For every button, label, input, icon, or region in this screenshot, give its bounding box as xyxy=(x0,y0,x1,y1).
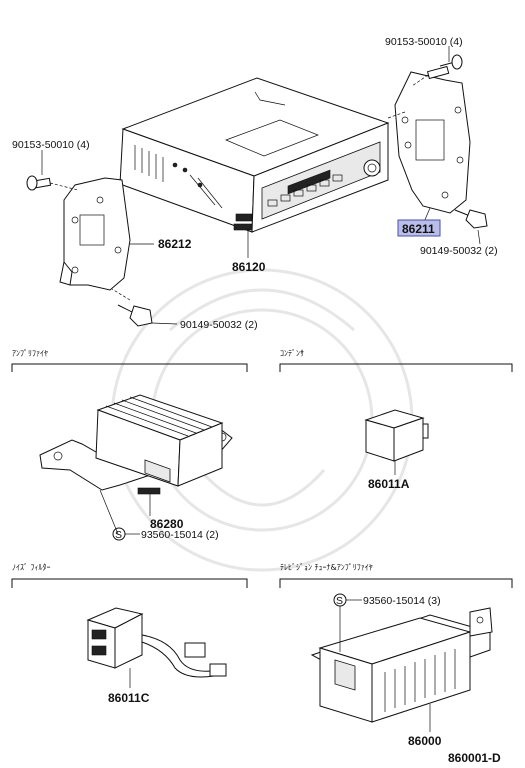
label-90149-left: 90149-50032 (2) xyxy=(180,319,258,331)
head-unit-86120[interactable] xyxy=(119,77,390,233)
label-86211[interactable]: 86211 xyxy=(402,222,435,236)
section-noise-filter: ﾉｲｽﾞ ﾌｨﾙﾀｰ xyxy=(11,563,248,588)
section-title-amplifier: ｱﾝﾌﾟﾘﾌｧｲﾔ xyxy=(12,349,48,358)
bracket-86211[interactable] xyxy=(394,71,471,214)
condenser-86011A[interactable] xyxy=(364,409,429,462)
label-90153-top: 90153-50010 (4) xyxy=(385,36,463,48)
label-93560-amp: 93560-15014 (2) xyxy=(141,529,219,541)
section-condenser: ｺﾝﾃﾞﾝｻ xyxy=(279,349,513,372)
noise-filter-86011C[interactable] xyxy=(86,607,227,678)
label-86280[interactable]: 86280 xyxy=(150,517,184,531)
amplifier-86280[interactable] xyxy=(39,394,233,495)
symbol-s-amp: S xyxy=(112,527,126,541)
svg-text:S: S xyxy=(115,529,122,541)
section-tv-tuner: ﾃﾚﾋﾞｼﾞｮﾝ ﾁｭｰﾅ&ｱﾝﾌﾟﾘﾌｧｲﾔ xyxy=(279,563,513,588)
tv-tuner-86000[interactable] xyxy=(310,607,493,723)
label-86011A[interactable]: 86011A xyxy=(368,477,410,491)
section-title-condenser: ｺﾝﾃﾞﾝｻ xyxy=(280,349,304,358)
label-93560-tv: 93560-15014 (3) xyxy=(363,595,441,607)
section-title-noise-filter: ﾉｲｽﾞ ﾌｨﾙﾀｰ xyxy=(12,563,51,572)
screw-left[interactable] xyxy=(26,175,52,191)
label-90153-left: 90153-50010 (4) xyxy=(12,139,90,151)
bolt-right[interactable] xyxy=(454,209,488,229)
diagram-id: 860001-D xyxy=(448,751,501,765)
section-title-tv-tuner: ﾃﾚﾋﾞｼﾞｮﾝ ﾁｭｰﾅ&ｱﾝﾌﾟﾘﾌｧｲﾔ xyxy=(280,563,373,572)
assembly-lines xyxy=(49,74,429,301)
screw-top-right[interactable] xyxy=(426,54,463,80)
leader-86280 xyxy=(99,489,151,535)
highlight-86211 xyxy=(397,219,441,237)
label-86000[interactable]: 86000 xyxy=(408,734,442,748)
label-86212[interactable]: 86212 xyxy=(158,237,192,251)
label-86120[interactable]: 86120 xyxy=(232,260,266,274)
section-amplifier: ｱﾝﾌﾟﾘﾌｧｲﾔ xyxy=(11,349,248,372)
bracket-86212[interactable] xyxy=(59,177,131,291)
label-90149-right: 90149-50032 (2) xyxy=(420,245,498,257)
symbol-s-tv: S xyxy=(333,593,347,607)
bolt-left[interactable] xyxy=(117,304,153,327)
label-86011C[interactable]: 86011C xyxy=(108,691,150,705)
svg-text:S: S xyxy=(336,595,343,607)
